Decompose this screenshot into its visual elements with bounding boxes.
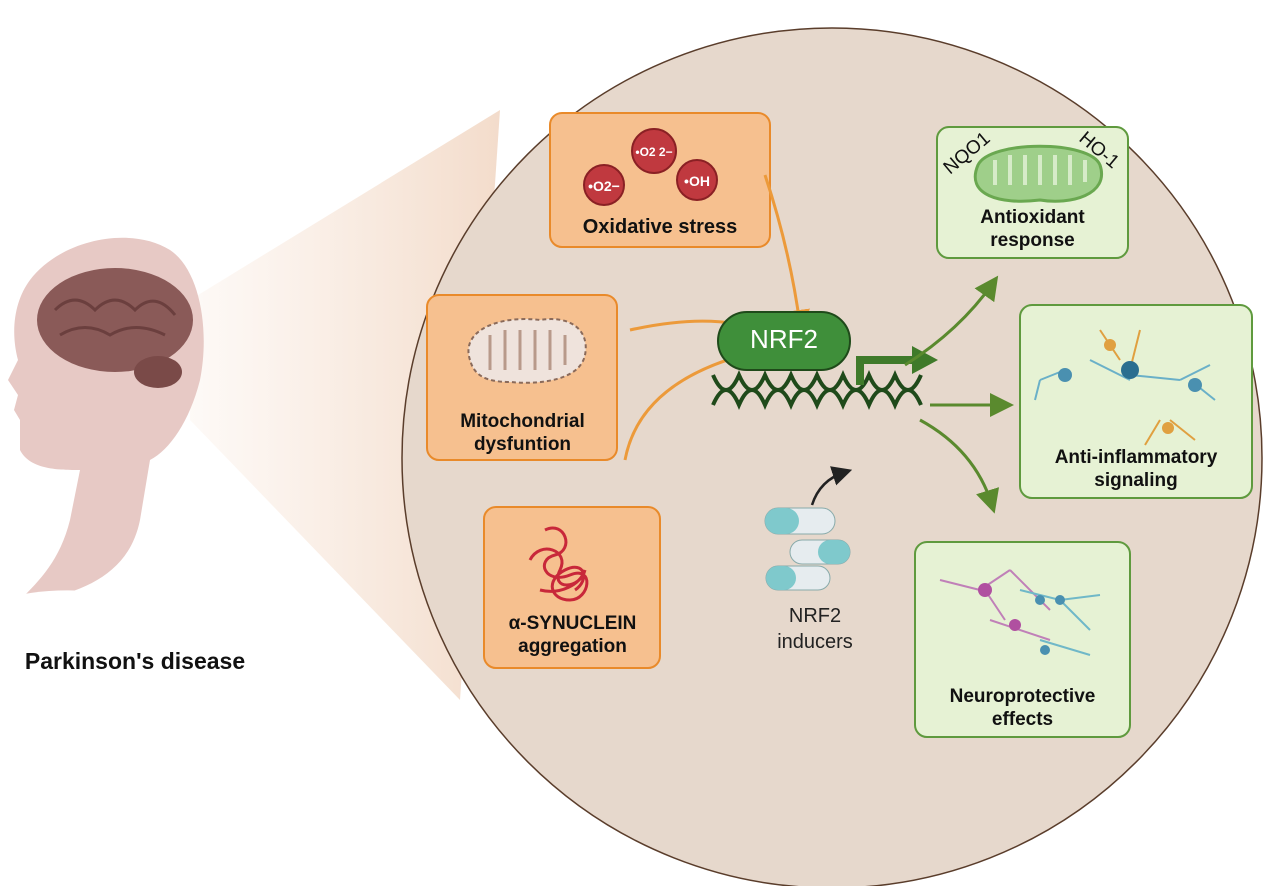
antioxidant-label: Antioxidant response (980, 207, 1085, 251)
neurons-icon (939, 569, 1101, 656)
synuclein-aggregate-icon (528, 526, 589, 602)
species-peroxide: •O2 2− (635, 145, 672, 159)
damaged-mitochondrion-icon (467, 318, 587, 384)
mitochondrial-label: Mitochondrial dysfuntion (460, 411, 585, 455)
synuclein-box (483, 506, 661, 669)
transcription-arrow-icon (856, 356, 915, 385)
arrow-to-neuroprotective (919, 418, 1000, 514)
antiinflammatory-box (1019, 304, 1253, 499)
dna-helix-icon (711, 369, 923, 411)
transcription-arrow-head (912, 346, 938, 374)
species-hydroxyl: •OH (684, 173, 710, 189)
nrf2-label: NRF2 (750, 324, 818, 354)
inducer-arrow (810, 466, 853, 506)
ros-molecules-icon: •O2− •O2 2− •OH (583, 128, 718, 206)
neuroprotective-label: Neuroprotective effects (949, 686, 1096, 730)
inducers-label-line1: NRF2 (788, 605, 842, 627)
synuclein-label: α-SYNUCLEIN aggregation (508, 613, 637, 657)
inducers-label-line2: inducers (777, 631, 853, 653)
oxidative-stress-box (549, 112, 771, 248)
glial-cells-icon (1034, 329, 1216, 446)
pill-capsules-icon (764, 507, 851, 591)
page-title: Parkinson's disease (24, 648, 246, 674)
antiinflammatory-label: Anti-inflammatory signaling (1054, 447, 1218, 491)
species-superoxide: •O2− (588, 178, 620, 194)
nrf2-protein (717, 311, 851, 371)
arrow-oxidative-to-nrf2 (763, 174, 810, 334)
oxidative-stress-label: Oxidative stress (582, 216, 738, 238)
healthy-mitochondrion-icon (973, 144, 1104, 203)
neuroprotective-box (914, 541, 1131, 738)
arrow-to-antioxidant (904, 275, 999, 367)
brain-icon (37, 268, 193, 388)
